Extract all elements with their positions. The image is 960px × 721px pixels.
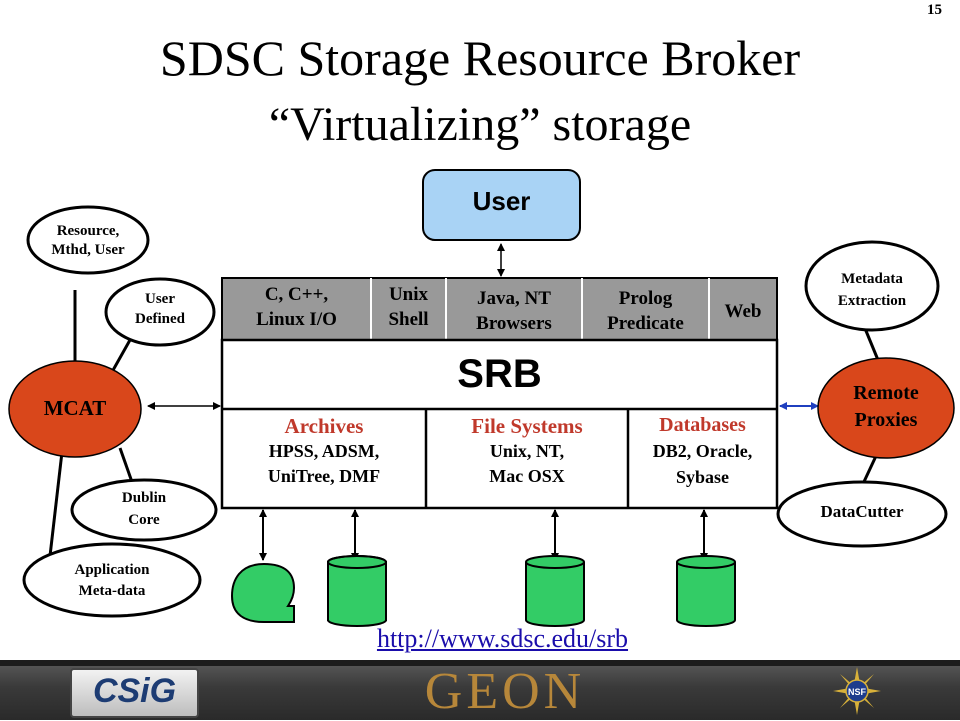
file-systems-heading: File Systems	[471, 414, 583, 438]
filesystem-disk-icon	[525, 555, 585, 627]
geon-logo: GEON	[424, 663, 586, 720]
user-defined-connector	[110, 339, 132, 373]
srb-box	[220, 338, 779, 510]
archives-section: Archives HPSS, ADSM, UniTree, DMF	[222, 414, 426, 489]
mcat-label: MCAT	[43, 396, 107, 420]
slide-subtitle: “Virtualizing” storage	[268, 98, 692, 151]
remote-proxies-node	[817, 357, 955, 459]
tape-archive-icon	[230, 562, 296, 623]
srb-architecture-diagram	[8, 169, 955, 627]
datacutter-label: DataCutter	[820, 502, 904, 521]
file-systems-section: File Systems Unix, NT, Mac OSX	[426, 414, 628, 489]
csig-logo: CSiG	[70, 668, 199, 718]
archive-disk-icon	[327, 555, 387, 627]
dublin-core-bubble	[70, 478, 218, 542]
database-disk-icon	[676, 555, 736, 627]
resource-label: Resource,Mthd, User	[51, 223, 125, 258]
slide-title: SDSC Storage Resource Broker	[159, 30, 801, 86]
interface-c-cpp: C, C++,Linux I/O	[256, 284, 337, 330]
footer-bar: CSiG GEON NSF	[0, 660, 960, 720]
application-metadata-bubble	[22, 542, 202, 618]
resource-bubble	[26, 205, 150, 275]
metadata-extraction-bubble	[804, 240, 940, 332]
svg-text:NSF: NSF	[848, 687, 867, 697]
databases-heading: Databases	[659, 414, 746, 436]
databases-section: Databases DB2, Oracle, Sybase	[628, 412, 777, 490]
mcat-node	[8, 360, 142, 458]
dublin-core-connector	[118, 447, 134, 483]
datacutter-bubble	[776, 480, 948, 548]
srb-label: SRB	[457, 352, 542, 396]
archives-heading: Archives	[284, 414, 364, 438]
page-number: 15	[927, 2, 942, 18]
srb-url-link[interactable]: http://www.sdsc.edu/srb	[376, 624, 629, 653]
nsf-logo: NSF	[833, 667, 881, 715]
metadata-extraction-connector	[862, 325, 880, 361]
interface-web: Web	[724, 301, 762, 322]
user-label: User	[472, 186, 531, 216]
application-connector	[48, 451, 64, 557]
user-defined-bubble	[104, 277, 216, 347]
user-box	[422, 169, 581, 241]
